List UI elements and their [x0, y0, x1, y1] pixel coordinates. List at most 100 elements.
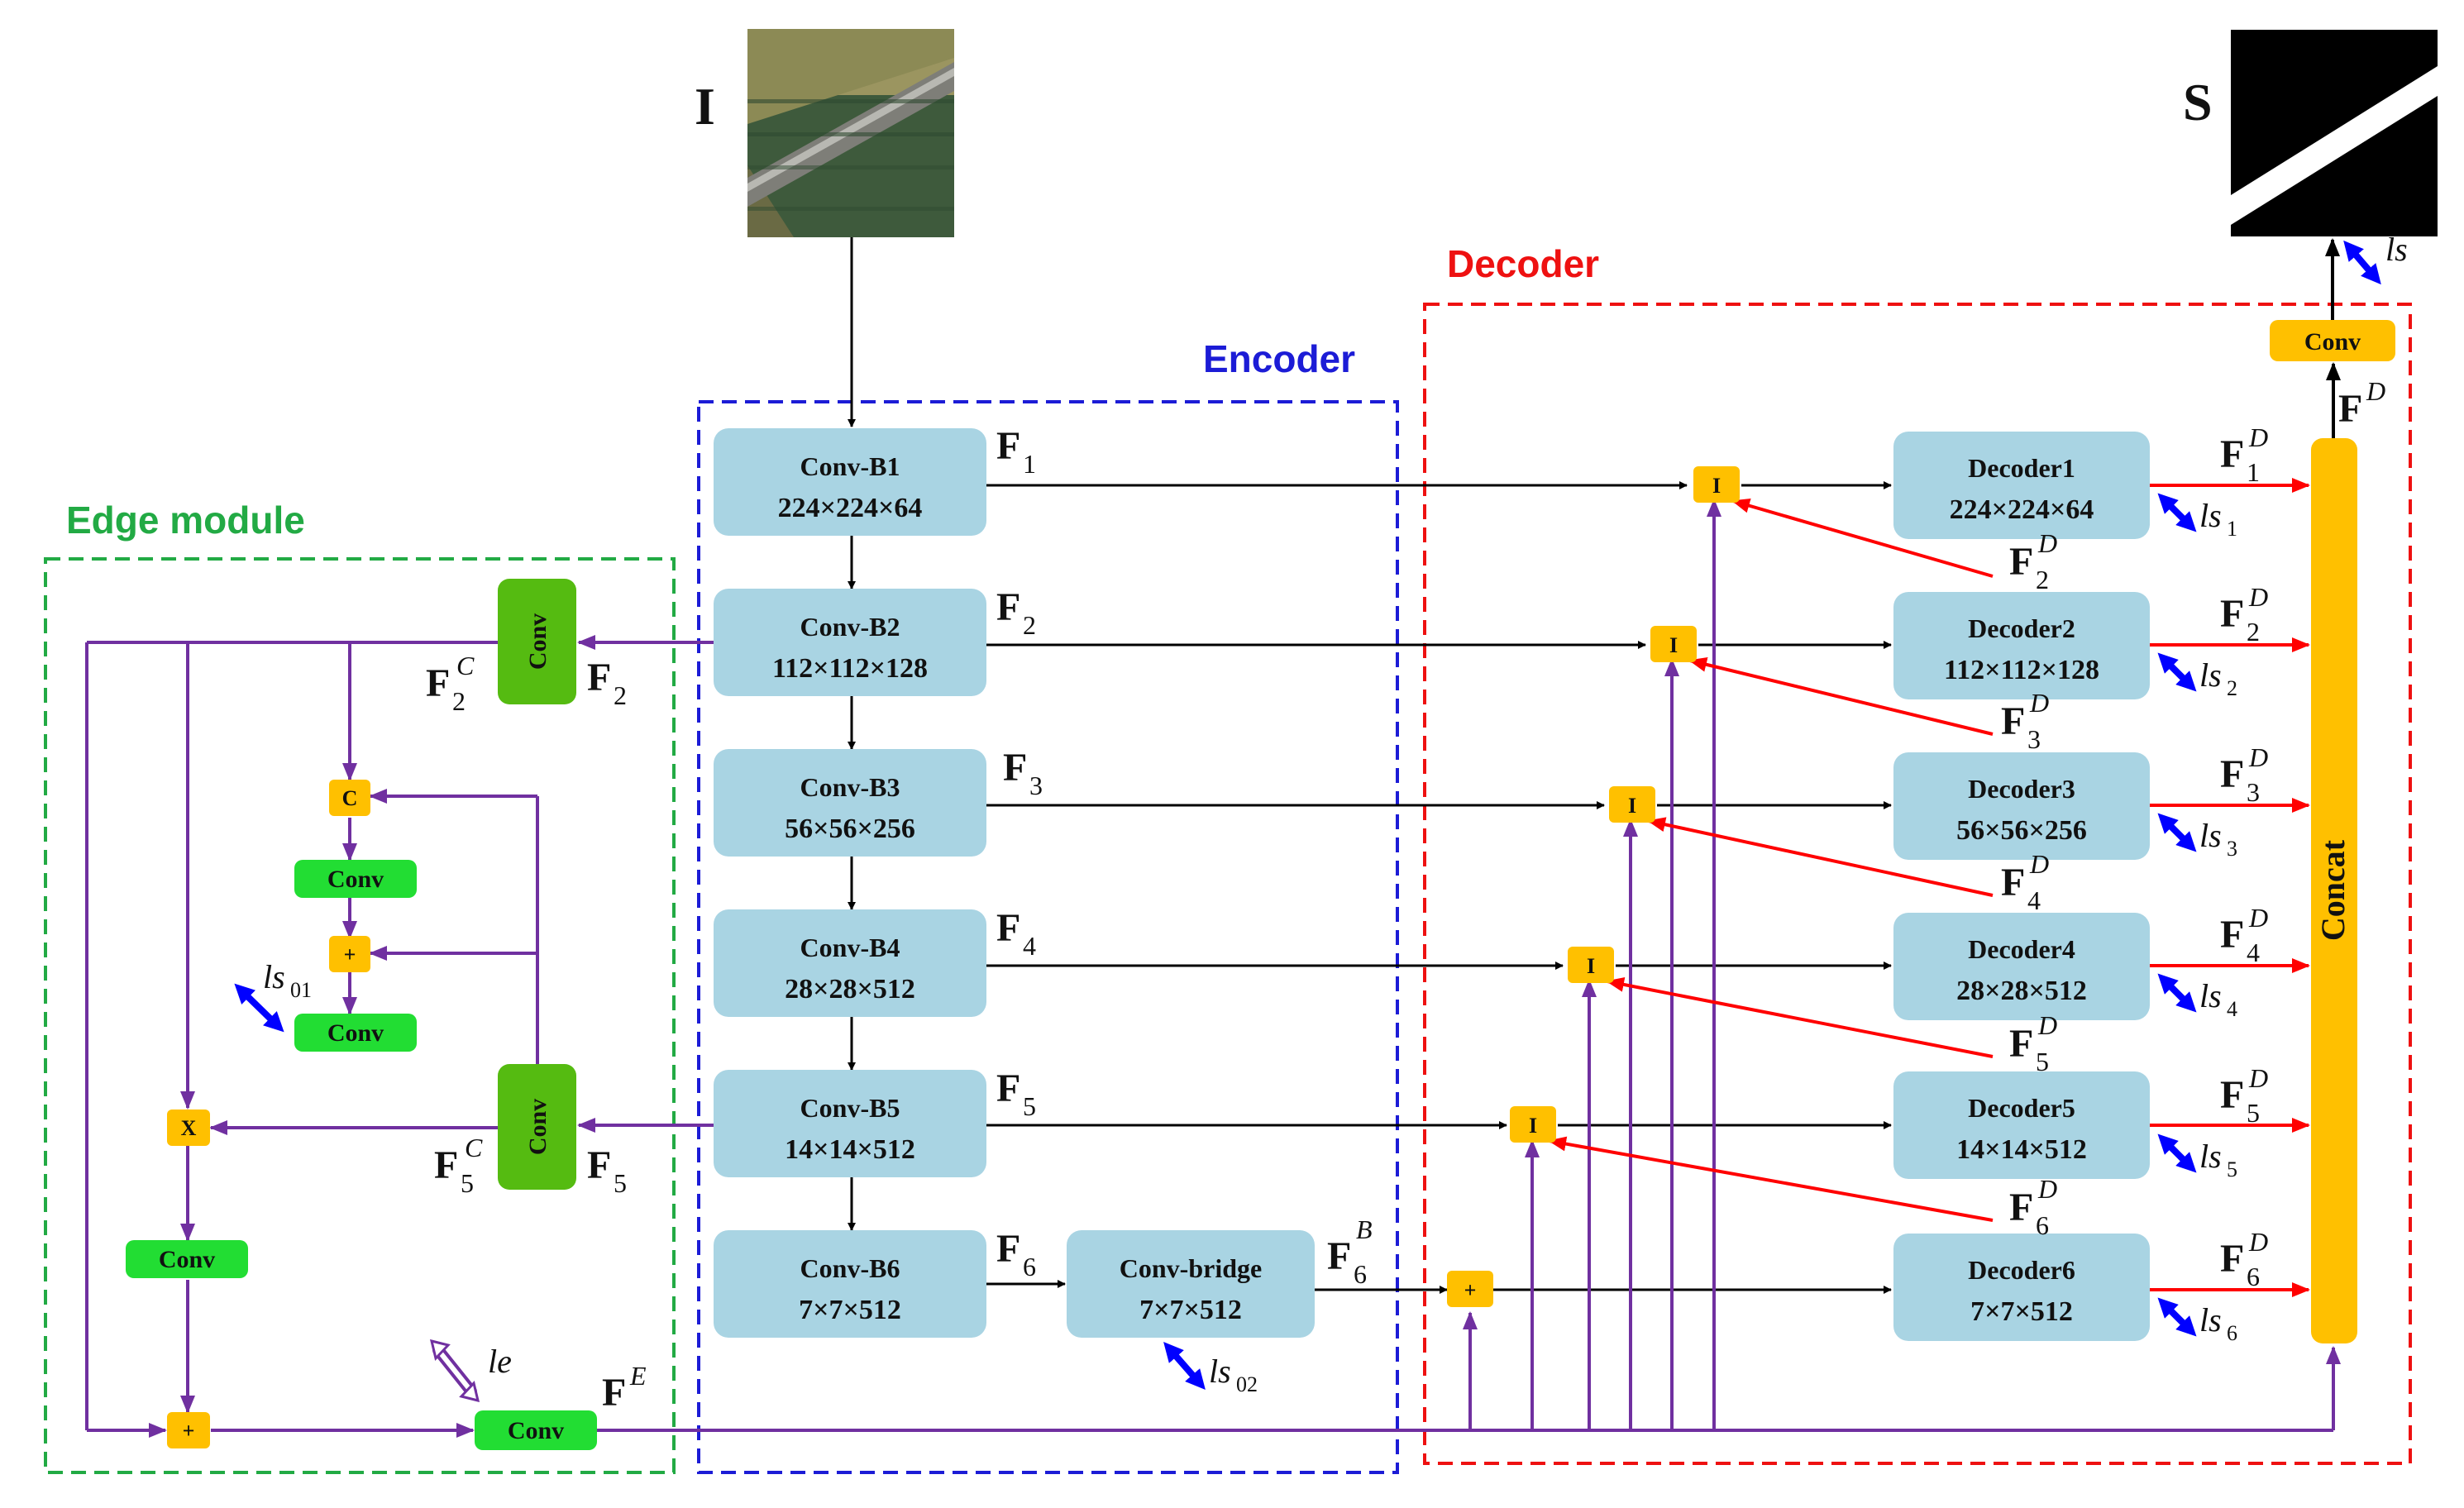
encoder-block-dims: 7×7×512 [799, 1295, 901, 1325]
svg-text:E: E [629, 1361, 647, 1391]
svg-text:F: F [426, 661, 450, 705]
edge-loss-label: le [488, 1343, 512, 1380]
svg-text:5: 5 [2036, 1047, 2049, 1076]
svg-text:Conv: Conv [524, 1099, 552, 1155]
decoder-block-5: Decoder5 14×14×512 [1893, 1071, 2150, 1179]
input-aerial-image [747, 29, 954, 237]
svg-text:224×224×64: 224×224×64 [1950, 494, 2094, 525]
svg-text:6: 6 [2247, 1262, 2260, 1291]
edge-feature-distribution [595, 499, 2341, 1432]
svg-text:D: D [2037, 528, 2057, 558]
svg-text:2: 2 [452, 686, 466, 716]
edge-conv-c: Conv [126, 1240, 248, 1278]
decoder-region [1423, 303, 2412, 1465]
edge-sum-node: + [167, 1412, 210, 1448]
edge-conv-b: Conv [294, 1014, 417, 1052]
feature-label-f6b: F 6 B [1327, 1215, 1373, 1289]
encoder-label: Encoder [1203, 337, 1355, 380]
encoder-block-1: Conv-B1 224×224×64 [714, 428, 986, 536]
svg-text:3: 3 [2027, 724, 2041, 754]
svg-text:F: F [1003, 746, 1027, 790]
svg-text:I: I [1529, 1114, 1537, 1138]
encoder-block-dims: 224×224×64 [778, 493, 923, 523]
svg-text:F: F [2220, 432, 2244, 476]
encoder-block-4: Conv-B4 28×28×512 [714, 909, 986, 1017]
svg-text:5: 5 [1023, 1091, 1036, 1121]
svg-text:D: D [2029, 688, 2049, 718]
encoder-region [697, 400, 1399, 1474]
concat-block: Concat [2311, 438, 2357, 1343]
svg-text:6: 6 [1023, 1252, 1036, 1281]
decoder-block-4: Decoder4 28×28×512 [1893, 913, 2150, 1020]
svg-text:ls: ls [2199, 977, 2222, 1014]
interp-node-5: I [1510, 1106, 1556, 1143]
svg-text:2: 2 [614, 680, 627, 710]
edge-mul-node: X [167, 1110, 210, 1146]
svg-text:4: 4 [1023, 931, 1036, 961]
interp-node-3: I [1609, 786, 1655, 823]
svg-text:F: F [2001, 861, 2025, 904]
svg-text:F: F [2009, 540, 2033, 584]
output-segmentation-map [2231, 30, 2438, 236]
encoder-block-5: Conv-B5 14×14×512 [714, 1070, 986, 1177]
svg-text:ls: ls [263, 958, 285, 995]
svg-text:1: 1 [2227, 517, 2237, 541]
svg-text:I: I [1712, 474, 1721, 498]
svg-text:2: 2 [1023, 610, 1036, 640]
svg-text:Conv: Conv [2304, 328, 2361, 356]
svg-text:ls: ls [2199, 497, 2222, 534]
svg-text:C: C [456, 651, 475, 680]
encoder-block-title: Conv-B6 [800, 1253, 900, 1283]
svg-text:X: X [181, 1116, 197, 1140]
svg-text:+: + [183, 1419, 195, 1443]
svg-text:112×112×128: 112×112×128 [1944, 655, 2099, 685]
interp-node-4: I [1568, 947, 1614, 983]
edge-module-region [44, 557, 676, 1474]
svg-text:F: F [434, 1143, 458, 1187]
encoder-block-6: Conv-B6 7×7×512 [714, 1230, 986, 1338]
svg-text:14×14×512: 14×14×512 [1956, 1134, 2087, 1165]
edge-module-label: Edge module [66, 499, 305, 542]
svg-text:28×28×512: 28×28×512 [1956, 976, 2087, 1006]
svg-text:+: + [1464, 1278, 1477, 1302]
interp-node-1: I [1693, 466, 1740, 503]
bridge-title: Conv-bridge [1120, 1253, 1262, 1283]
svg-text:5: 5 [461, 1168, 474, 1198]
input-image-label: I [695, 77, 715, 136]
svg-text:F: F [1327, 1234, 1351, 1278]
svg-text:4: 4 [2247, 938, 2260, 967]
svg-text:4: 4 [2227, 997, 2237, 1021]
encoder-block-title: Conv-B1 [800, 451, 900, 481]
edge-conv-top: Conv [498, 579, 576, 704]
svg-text:F: F [2220, 592, 2244, 636]
final-loss-arrow [2343, 240, 2381, 285]
decoder-block-3: Decoder3 56×56×256 [1893, 752, 2150, 860]
bridge-dims: 7×7×512 [1139, 1295, 1242, 1325]
svg-text:5: 5 [2227, 1157, 2237, 1181]
svg-text:Decoder6: Decoder6 [1968, 1255, 2075, 1285]
svg-text:+: + [344, 942, 356, 966]
svg-text:6: 6 [2036, 1210, 2049, 1240]
encoder-block-title: Conv-B3 [800, 772, 900, 802]
edge-loss-arrow [429, 1339, 480, 1403]
svg-text:01: 01 [290, 978, 312, 1002]
svg-text:ls: ls [2199, 1138, 2222, 1175]
svg-text:02: 02 [1236, 1372, 1258, 1396]
